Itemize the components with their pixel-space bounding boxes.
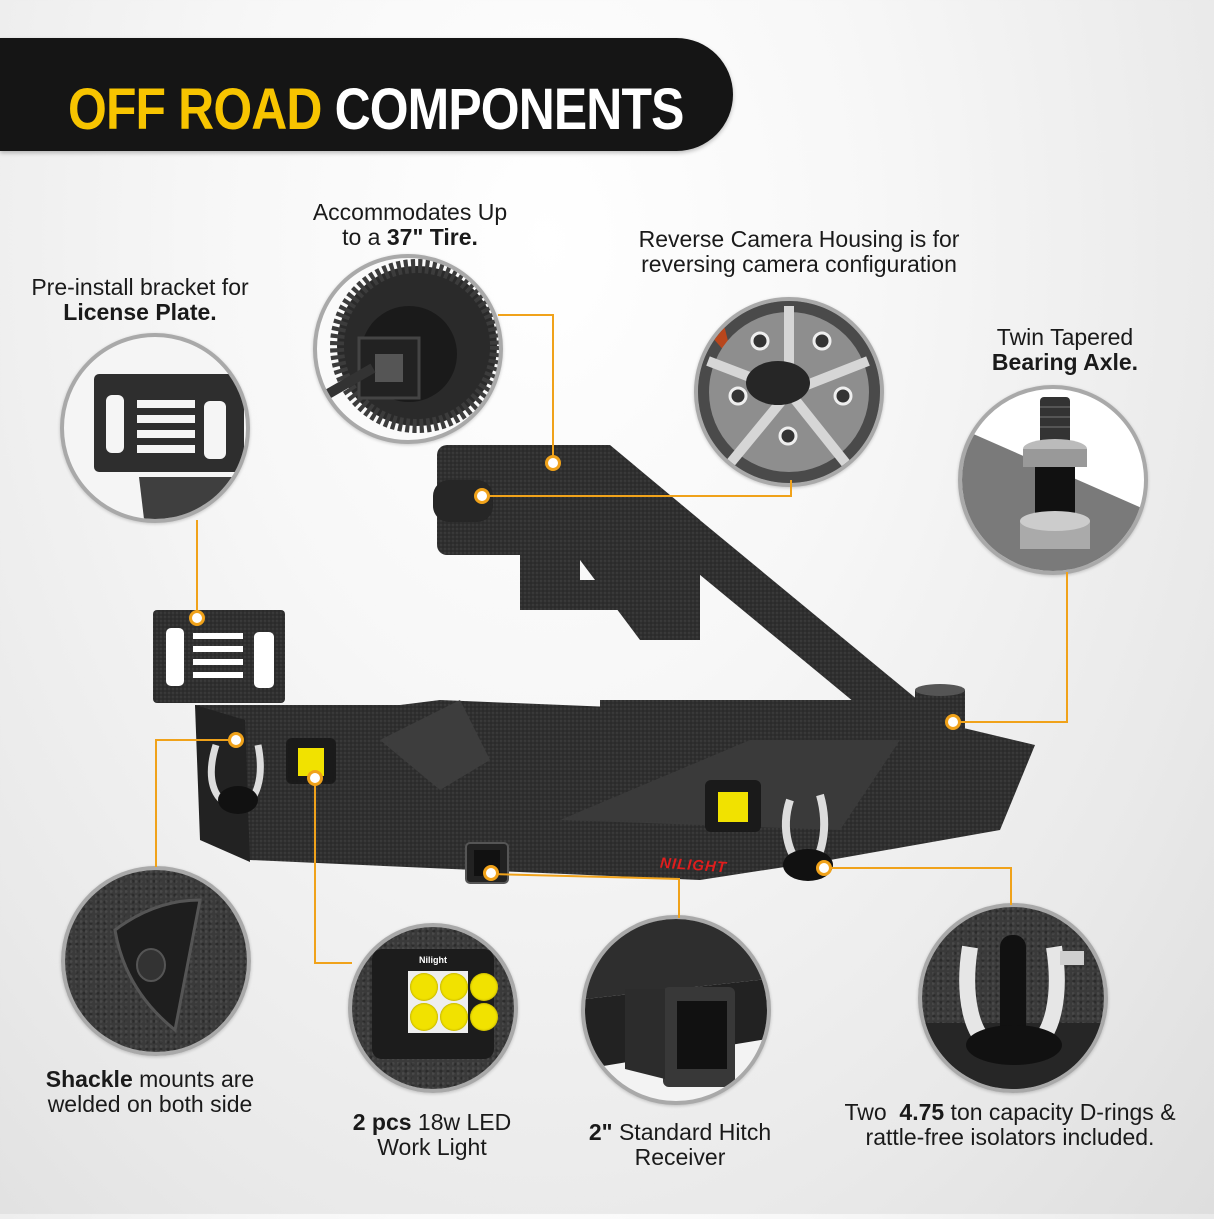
caption-bold: Bearing Axle.: [991, 349, 1139, 375]
connector-line: [498, 314, 554, 316]
connector-dot: [307, 770, 323, 786]
connector-line: [196, 520, 198, 618]
caption-bearing-axle: Twin Tapered Bearing Axle.: [970, 325, 1160, 375]
caption-text: mounts are: [132, 1066, 255, 1092]
caption-text: Two: [844, 1099, 900, 1125]
caption-line: Reverse Camera Housing is for: [638, 226, 960, 252]
bearing-axle-icon: [958, 385, 1148, 575]
caption-text: ton capacity D-rings &: [944, 1099, 1176, 1125]
title-rest: COMPONENTS: [334, 77, 685, 142]
spare-tire-icon: [313, 254, 503, 444]
connector-line: [314, 962, 352, 964]
connector-line: [1066, 572, 1068, 723]
caption-line: Twin Tapered: [996, 324, 1134, 350]
connector-dot: [483, 865, 499, 881]
connector-dot: [545, 455, 561, 471]
hitch-receiver-icon: [581, 915, 771, 1105]
caption-line: Receiver: [634, 1144, 726, 1170]
connector-line: [1010, 867, 1012, 905]
connector-dot: [816, 860, 832, 876]
connector-dot: [945, 714, 961, 730]
caption-shackle-mounts: Shackle mounts are welded on both side: [20, 1067, 280, 1117]
caption-camera-housing: Reverse Camera Housing is for reversing …: [615, 227, 983, 277]
caption-line: welded on both side: [47, 1091, 253, 1117]
page-title: OFF ROAD COMPONENTS: [68, 75, 685, 145]
connector-line: [790, 480, 792, 497]
d-ring-shackle-icon: [918, 903, 1108, 1093]
nilight-logo: NILIGHT: [659, 854, 728, 877]
caption-hitch: 2" Standard Hitch Receiver: [570, 1120, 790, 1170]
caption-led-light: 2 pcs 18w LED Work Light: [322, 1110, 542, 1160]
header-banner: [0, 38, 733, 151]
connector-line: [552, 314, 554, 464]
caption-bold: 2": [588, 1119, 613, 1145]
connector-line: [314, 778, 316, 964]
connector-line: [824, 867, 1012, 869]
caption-bold: 37" Tire.: [386, 224, 478, 250]
caption-text: Standard Hitch: [612, 1119, 772, 1145]
caption-bold: 4.75: [899, 1099, 945, 1125]
connector-line: [490, 873, 680, 880]
caption-text: to a: [342, 224, 387, 250]
caption-line: reversing camera configuration: [641, 251, 957, 277]
connector-dot: [474, 488, 490, 504]
wheel-hub-camera-icon: [694, 297, 884, 487]
connector-line: [156, 739, 236, 741]
caption-line: to a 37" Tire.: [300, 225, 520, 250]
led-work-light-icon: Nilight: [348, 923, 518, 1093]
connector-line: [953, 721, 1068, 723]
connector-line: [678, 878, 680, 918]
connector-dot: [189, 610, 205, 626]
caption-bold: Shackle: [45, 1066, 133, 1092]
connector-line: [482, 495, 792, 497]
caption-line: Work Light: [377, 1134, 487, 1160]
connector-dot: [228, 732, 244, 748]
led-brand-label: Nilight: [419, 955, 447, 965]
caption-line: rattle-free isolators included.: [865, 1124, 1155, 1150]
caption-line: Accommodates Up: [312, 199, 508, 225]
caption-bold: 2 pcs: [352, 1109, 412, 1135]
connector-line: [155, 739, 157, 867]
caption-d-rings: Two 4.75 ton capacity D-rings & rattle-f…: [820, 1100, 1200, 1150]
caption-line: Pre-install bracket for: [31, 274, 249, 300]
caption-tire: Accommodates Up to a 37" Tire.: [300, 200, 520, 250]
caption-bold: License Plate.: [63, 299, 217, 325]
title-highlight: OFF ROAD: [68, 77, 322, 142]
caption-text: 18w LED: [411, 1109, 512, 1135]
license-plate-bracket-icon: [60, 333, 250, 523]
shackle-mount-icon: [61, 866, 251, 1056]
caption-license-plate: Pre-install bracket for License Plate.: [20, 275, 260, 325]
